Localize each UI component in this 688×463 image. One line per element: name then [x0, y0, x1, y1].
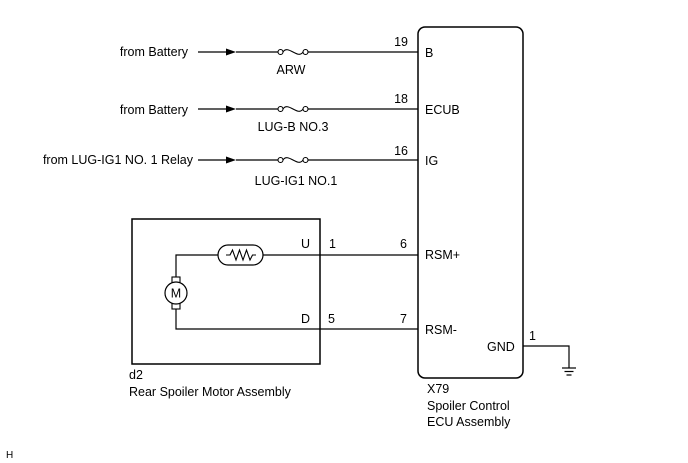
- ecu-name-line2: ECU Assembly: [427, 415, 511, 429]
- motor-terminal-u-label: U: [301, 237, 310, 251]
- motor-icon: M: [164, 276, 188, 310]
- fuse-icon: [277, 156, 309, 164]
- ecu-terminal-2: ECUB: [425, 103, 460, 117]
- fuse-label-1: ARW: [277, 63, 306, 77]
- ground-circuit: [523, 345, 576, 376]
- source-label-3: from LUG-IG1 NO. 1 Relay: [43, 153, 194, 167]
- input-circuit-3: from LUG-IG1 NO. 1 Relay LUG-IG1 NO.1 16…: [43, 144, 438, 188]
- input-circuit-1: from Battery ARW 19 B: [120, 35, 433, 77]
- arrow-icon: [226, 156, 236, 164]
- ecu-pin-2: 18: [394, 92, 408, 106]
- motor-assembly-box: [131, 218, 321, 365]
- motor-connector-code: d2: [129, 368, 143, 382]
- motor-pin-1: 1: [329, 237, 336, 251]
- fuse-label-3: LUG-IG1 NO.1: [255, 174, 338, 188]
- footer-code: H: [6, 450, 13, 461]
- ground-wire: [523, 345, 570, 368]
- ecu-terminal-rsm-minus: RSM-: [425, 323, 457, 337]
- ecu-ground-pin: 1: [529, 329, 536, 343]
- ptc-thermistor-icon: [217, 244, 264, 266]
- motor-internal-wire-up: [175, 254, 218, 277]
- ecu-terminal-3: IG: [425, 154, 438, 168]
- ecu-pin-3: 16: [394, 144, 408, 158]
- motor-terminal-d-label: D: [301, 312, 310, 326]
- fuse-icon: [277, 48, 309, 56]
- motor-assembly-name: Rear Spoiler Motor Assembly: [129, 385, 292, 399]
- source-label-2: from Battery: [120, 103, 189, 117]
- ecu-pin-1: 19: [394, 35, 408, 49]
- ecu-pin-6: 6: [400, 237, 407, 251]
- ecu-connector-code: X79: [427, 382, 449, 396]
- input-circuit-2: from Battery LUG-B NO.3 18 ECUB: [120, 92, 460, 134]
- ecu-terminal-1: B: [425, 46, 433, 60]
- ecu-pin-7: 7: [400, 312, 407, 326]
- motor-pin-5: 5: [328, 312, 335, 326]
- ecu-ground-terminal: GND: [487, 340, 515, 354]
- ecu-box: [417, 26, 524, 379]
- ecu-name-line1: Spoiler Control: [427, 399, 510, 413]
- motor-internal-wire-down: [175, 309, 320, 330]
- motor-symbol-label: M: [171, 287, 181, 301]
- fuse-icon: [277, 105, 309, 113]
- ground-icon: [562, 367, 576, 376]
- source-label-1: from Battery: [120, 45, 189, 59]
- arrow-icon: [226, 105, 236, 113]
- fuse-label-2: LUG-B NO.3: [258, 120, 329, 134]
- arrow-icon: [226, 48, 236, 56]
- ecu-terminal-rsm-plus: RSM+: [425, 248, 460, 262]
